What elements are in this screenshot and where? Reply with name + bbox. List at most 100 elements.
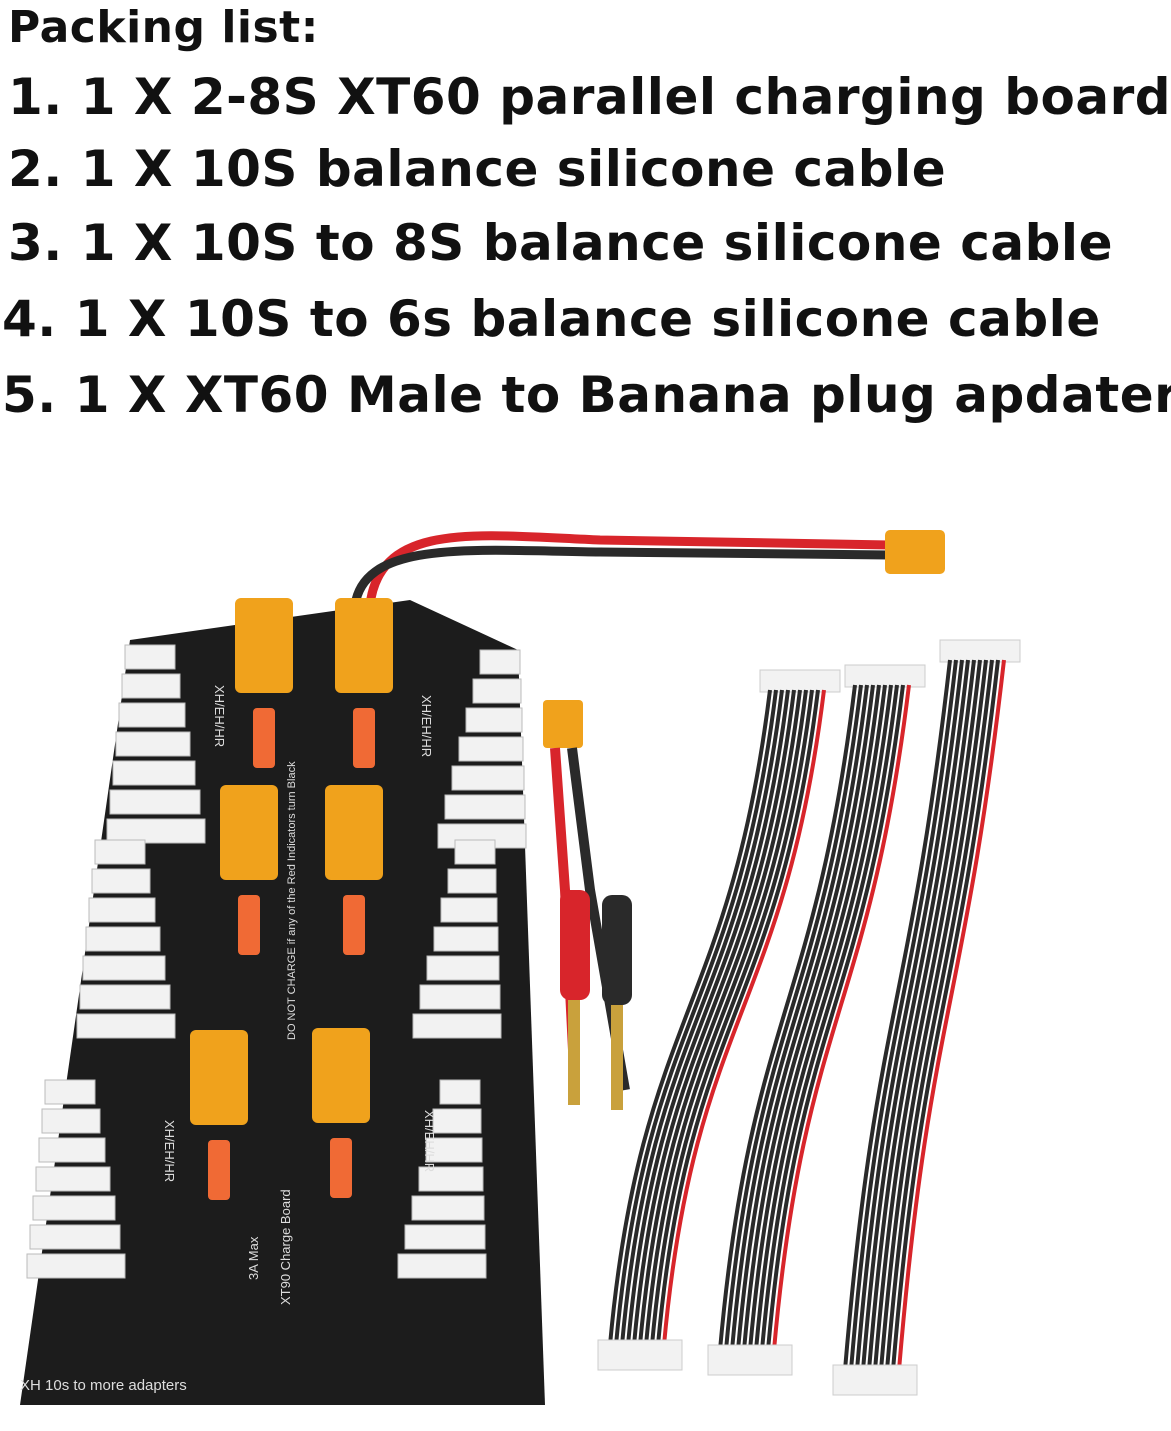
balance-port [124,644,176,670]
balance-port [109,789,201,815]
balance-port [465,707,523,733]
balance-port [444,794,526,820]
balance-port [91,868,151,894]
cable-wire [867,659,976,1371]
output-lead-black [350,545,891,606]
cable-wire [772,684,911,1351]
cable-wire [638,689,802,1346]
cable-wire [897,659,1006,1371]
balance-port [106,818,206,844]
balance-port [115,731,191,757]
xt60-port [335,598,393,693]
packing-item-2: 2. 1 X 10S balance silicone cable [8,140,947,198]
balance-port [454,839,496,865]
cable-wire [632,689,796,1346]
balance-port [411,1195,485,1221]
balance-port [118,702,186,728]
board-warning: DO NOT CHARGE if any of the Red Indicato… [286,761,298,1040]
xt60-ports [190,598,393,1200]
fuse [238,895,260,955]
balance-port [88,897,156,923]
balance-port [425,1137,483,1163]
balance-port [44,1079,96,1105]
packing-list-title: Packing list: [8,2,319,53]
balance-port [82,955,166,981]
cable-wire [724,684,863,1351]
balance-port [447,868,497,894]
balance-port [432,1108,482,1134]
port-label-1: XH/EH/HR [212,685,227,747]
balance-port [479,649,521,675]
balance-port [85,926,161,952]
output-lead-red [365,531,891,606]
balance-port [451,765,525,791]
balance-port [79,984,171,1010]
cable-wire [891,659,1000,1371]
balance-port [38,1137,106,1163]
cable-wire [849,659,958,1371]
cable-wire [754,684,893,1351]
balance-port [404,1224,486,1250]
balance-port [32,1195,116,1221]
cable-wire [742,684,881,1351]
xt60-connector [885,530,945,574]
xt60-port [190,1030,248,1125]
balance-port [472,678,522,704]
balance-port [397,1253,487,1279]
board-title: XT90 Charge Board [278,1189,293,1305]
cable-wire [644,689,808,1346]
cable-wire [861,659,970,1371]
balance-port [112,760,196,786]
packing-item-5: 5. 1 X XT60 Male to Banana plug apdater [2,366,1171,424]
cable-wire [885,659,994,1371]
xt60-port [220,785,278,880]
cable-wire [608,689,772,1346]
cable-wire [718,684,857,1351]
fuse [253,708,275,768]
balance-port [29,1224,121,1250]
balance-ports-left [26,644,206,1279]
cable-wire [748,684,887,1351]
balance-plug [597,1339,683,1371]
packing-item-1: 1. 1 X 2-8S XT60 parallel charging board [8,68,1171,126]
banana-plug-adapter [543,700,632,1110]
cable-wire [650,689,814,1346]
balance-ports-right [397,649,527,1279]
balance-port [433,926,499,952]
balance-port [121,673,181,699]
balance-plug [707,1344,793,1376]
xt60-port [235,598,293,693]
cable-wire [879,659,988,1371]
cable-wire [736,684,875,1351]
balance-port [94,839,146,865]
balance-port [412,1013,502,1039]
packing-item-3: 3. 1 X 10S to 8S balance silicone cable [8,214,1113,272]
port-label-2: XH/EH/HR [419,695,434,757]
cable-wire [843,659,952,1371]
cable-wire [626,689,790,1346]
balance-plug [844,664,926,688]
balance-port [76,1013,176,1039]
balance-port [41,1108,101,1134]
balance-port [439,1079,481,1105]
cable-wire [760,684,899,1351]
port-label-4: XH/EH/HR [422,1110,437,1172]
balance-port [418,1166,484,1192]
fuse [208,1140,230,1200]
cable-wire [662,689,826,1346]
balance-port [426,955,500,981]
balance-plug [939,639,1021,663]
cable-wire [656,689,820,1346]
xt60-port [325,785,383,880]
board-current: 3A Max [246,1236,261,1280]
cable-wire [614,689,778,1346]
port-label-3: XH/EH/HR [162,1120,177,1182]
fuse [343,895,365,955]
adapter-label: XH 10s to more adapters [20,1377,187,1394]
fuse [330,1138,352,1198]
xt60-port [312,1028,370,1123]
balance-port [440,897,498,923]
balance-plug [759,669,841,693]
cable-wire [873,659,982,1371]
fuse [353,708,375,768]
